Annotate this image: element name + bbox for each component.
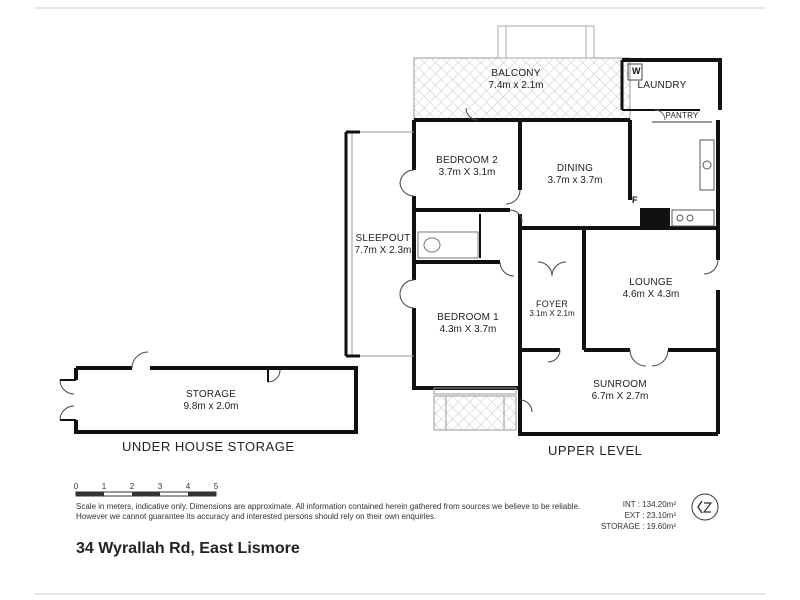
scale-tick: 3 (157, 482, 163, 491)
bathroom (417, 214, 481, 259)
front-stairs (433, 387, 517, 431)
under-house-title: UNDER HOUSE STORAGE (122, 439, 295, 454)
bedroom2-label: BEDROOM 2 3.7m X 3.1m (436, 155, 498, 179)
room-dims: 4.3m X 3.7m (439, 324, 497, 335)
storage-label: STORAGE 9.8m x 2.0m (183, 389, 238, 413)
room-dims: 9.8m x 2.0m (183, 401, 239, 412)
disclaimer-text: Scale in meters, indicative only. Dimens… (76, 502, 581, 521)
sleepout-label: SLEEPOUT 7.7m X 2.3m (355, 233, 412, 257)
ext-area: EXT : 23.10m² (624, 511, 676, 520)
door-swings (399, 107, 719, 413)
sunroom-label: SUNROOM 6.7m X 2.7m (592, 379, 649, 403)
room-name: LAUNDRY (637, 80, 687, 91)
int-area: INT : 134.20m² (622, 500, 676, 509)
kitchen-counter (671, 139, 715, 227)
scale-bar (75, 491, 217, 497)
room-dims: 6.7m X 2.7m (591, 391, 649, 402)
scale-tick: 4 (185, 482, 191, 491)
room-dims: 3.1m X 2.1m (529, 309, 575, 318)
room-name: FOYER (535, 299, 569, 309)
dining-label: DINING 3.7m x 3.7m (547, 163, 602, 187)
upper-level-title: UPPER LEVEL (548, 443, 643, 458)
room-name: STORAGE (185, 389, 237, 400)
room-dims: 3.7m X 3.1m (438, 167, 496, 178)
storage-walls (59, 351, 358, 434)
sleepout-enclosure (344, 130, 414, 358)
house-walls (412, 118, 720, 436)
room-name: LOUNGE (629, 277, 673, 288)
room-dims: 7.7m X 2.3m (354, 245, 412, 256)
scale-tick: 0 (73, 482, 79, 491)
laundry-block (620, 58, 722, 123)
fireplace (640, 208, 670, 228)
room-name: PANTRY (665, 111, 699, 120)
room-name: SUNROOM (593, 379, 647, 390)
room-dims: 3.7m x 3.7m (547, 175, 603, 186)
scale-tick: 2 (129, 482, 135, 491)
property-address: 34 Wyrallah Rd, East Lismore (76, 540, 300, 557)
lounge-label: LOUNGE 4.6m X 4.3m (623, 277, 680, 301)
bedroom1-label: BEDROOM 1 4.3m X 3.7m (437, 312, 499, 336)
storage-area: STORAGE : 19.60m² (601, 522, 676, 531)
balcony-deck (413, 25, 631, 121)
pantry-label: PANTRY (666, 111, 699, 121)
foyer-label: FOYER 3.1m X 2.1m (529, 299, 574, 319)
north-arrow-icon (691, 493, 719, 521)
room-dims: 4.6m X 4.3m (622, 289, 680, 300)
fridge-tag: F (632, 195, 638, 205)
balcony-label: BALCONY 7.4m x 2.1m (488, 68, 543, 92)
room-name: DINING (556, 163, 594, 174)
room-dims: 7.4m x 2.1m (488, 80, 544, 91)
room-name: BALCONY (491, 68, 541, 79)
scale-tick: 1 (101, 482, 107, 491)
room-name: BEDROOM 1 (437, 312, 499, 323)
room-name: SLEEPOUT (355, 233, 411, 244)
washer-tag: W (632, 66, 641, 76)
scale-tick: 5 (213, 482, 219, 491)
laundry-label: LAUNDRY (637, 80, 686, 92)
room-name: BEDROOM 2 (436, 155, 498, 166)
